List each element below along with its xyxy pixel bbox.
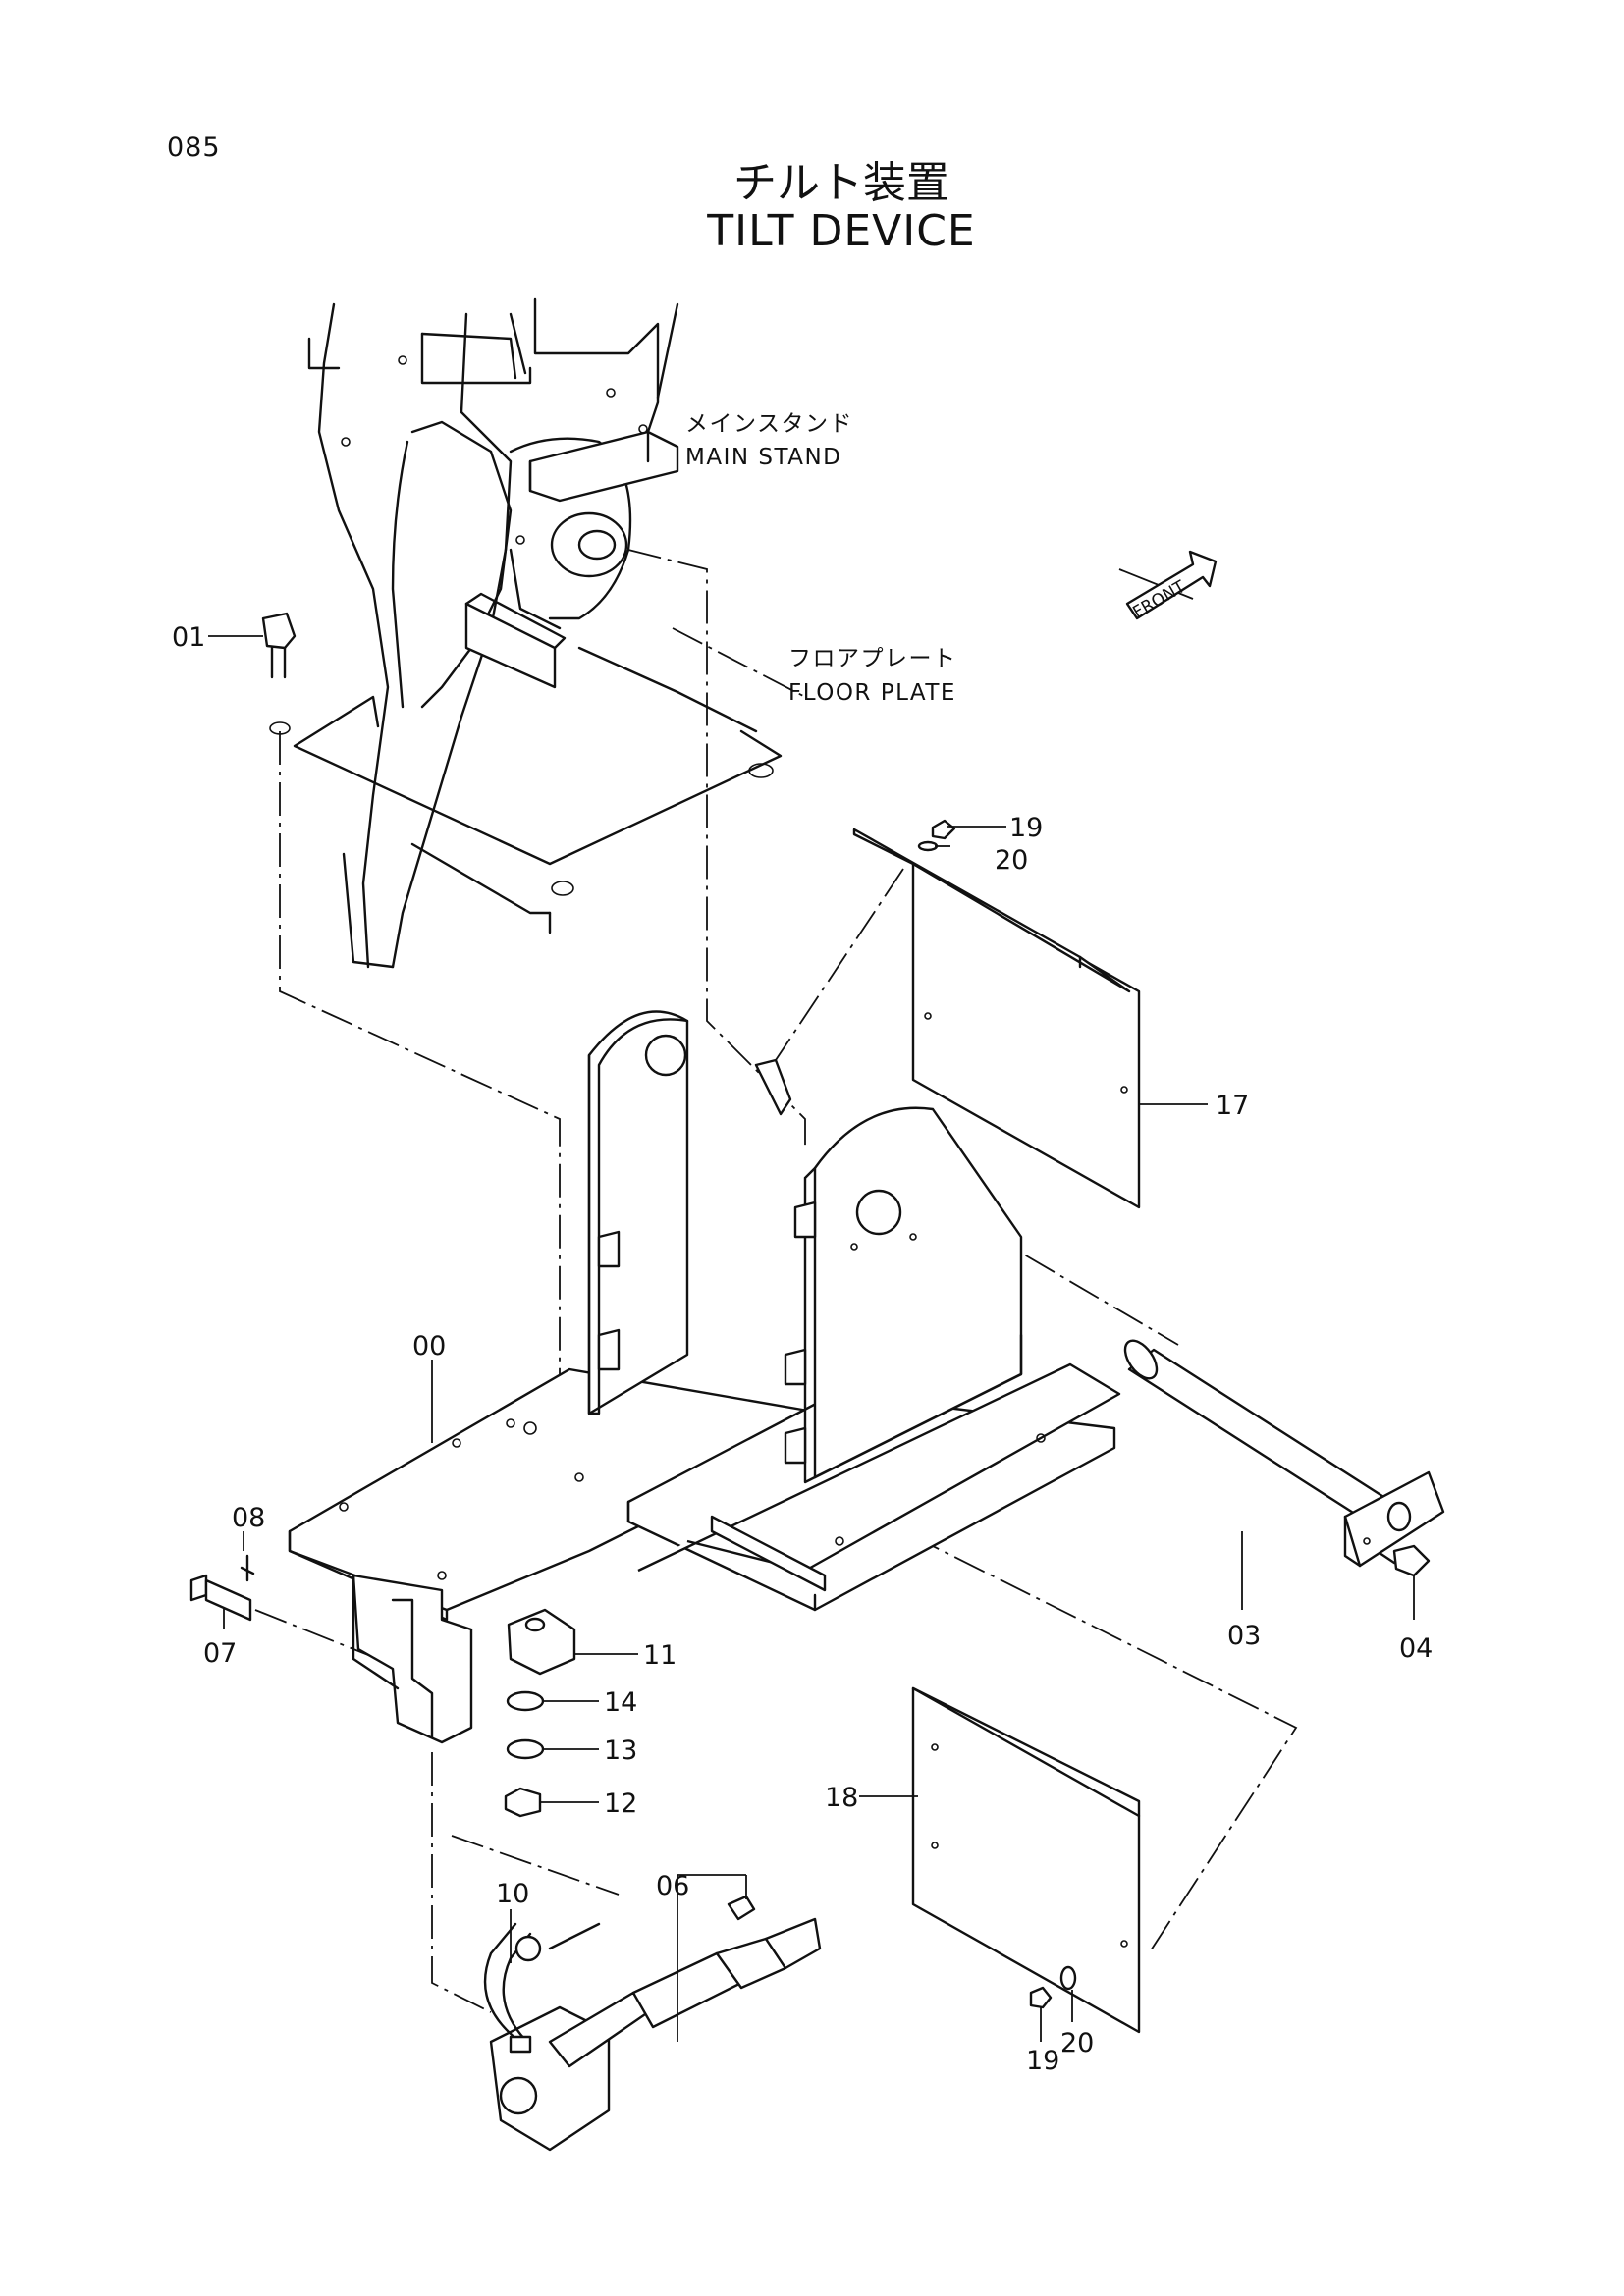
title-japanese: チルト装置 bbox=[733, 158, 949, 208]
leader-lines bbox=[208, 568, 1415, 2042]
actuator-06 bbox=[483, 1895, 822, 2152]
pin-03 bbox=[1123, 1339, 1445, 1568]
stopper-11 bbox=[507, 1608, 576, 1676]
washer-13 bbox=[506, 1738, 545, 1760]
washer-14 bbox=[506, 1690, 545, 1712]
part-number-06: 06 bbox=[656, 1871, 689, 1901]
floor-plate-label-jp: フロアプレート bbox=[788, 646, 957, 671]
part-number-00: 00 bbox=[412, 1331, 446, 1362]
part-number-12: 12 bbox=[604, 1789, 637, 1819]
part-number-04: 04 bbox=[1399, 1633, 1433, 1664]
part-number-14: 14 bbox=[604, 1687, 637, 1718]
main-stand-drawing bbox=[307, 297, 679, 969]
main-stand-label-jp: メインスタンド bbox=[685, 411, 853, 437]
pin-10-spring bbox=[754, 1058, 792, 1116]
floor-plate-label-en: FLOOR PLATE bbox=[788, 680, 956, 706]
part-number-11: 11 bbox=[643, 1640, 677, 1671]
part-number-17: 17 bbox=[1216, 1091, 1249, 1121]
plate-17 bbox=[852, 828, 1141, 1209]
bolt-04 bbox=[1378, 1544, 1431, 1577]
part-number-03: 03 bbox=[1227, 1621, 1261, 1651]
part-number-13: 13 bbox=[604, 1735, 637, 1766]
title-english: TILT DEVICE bbox=[707, 206, 976, 256]
pin-07 bbox=[189, 1574, 252, 1622]
main-stand-label-en: MAIN STAND bbox=[685, 445, 841, 470]
clip-08 bbox=[240, 1554, 255, 1582]
part-number-01: 01 bbox=[172, 622, 205, 653]
part-number-08: 08 bbox=[232, 1503, 265, 1533]
part-number-07: 07 bbox=[203, 1638, 237, 1669]
part-number-19-bottom: 19 bbox=[1026, 2046, 1059, 2076]
center-lines bbox=[254, 549, 1298, 2013]
plate-18 bbox=[911, 1686, 1141, 2034]
part-number-20-top: 20 bbox=[995, 845, 1028, 876]
part-number-19-top: 19 bbox=[1009, 813, 1043, 843]
bolt-19-bottom bbox=[1029, 1965, 1077, 2009]
page-number: 085 bbox=[167, 133, 221, 163]
part-number-20-bottom: 20 bbox=[1060, 2028, 1094, 2058]
bolt-12 bbox=[504, 1787, 542, 1818]
bolt-01 bbox=[261, 612, 297, 679]
base-bracket-00 bbox=[288, 1010, 1121, 1744]
floor-plate-drawing bbox=[269, 646, 783, 896]
part-number-10: 10 bbox=[496, 1879, 529, 1909]
part-number-18: 18 bbox=[825, 1783, 858, 1813]
front-arrow: FRONT bbox=[1125, 550, 1218, 622]
bolt-19-top bbox=[917, 819, 956, 852]
